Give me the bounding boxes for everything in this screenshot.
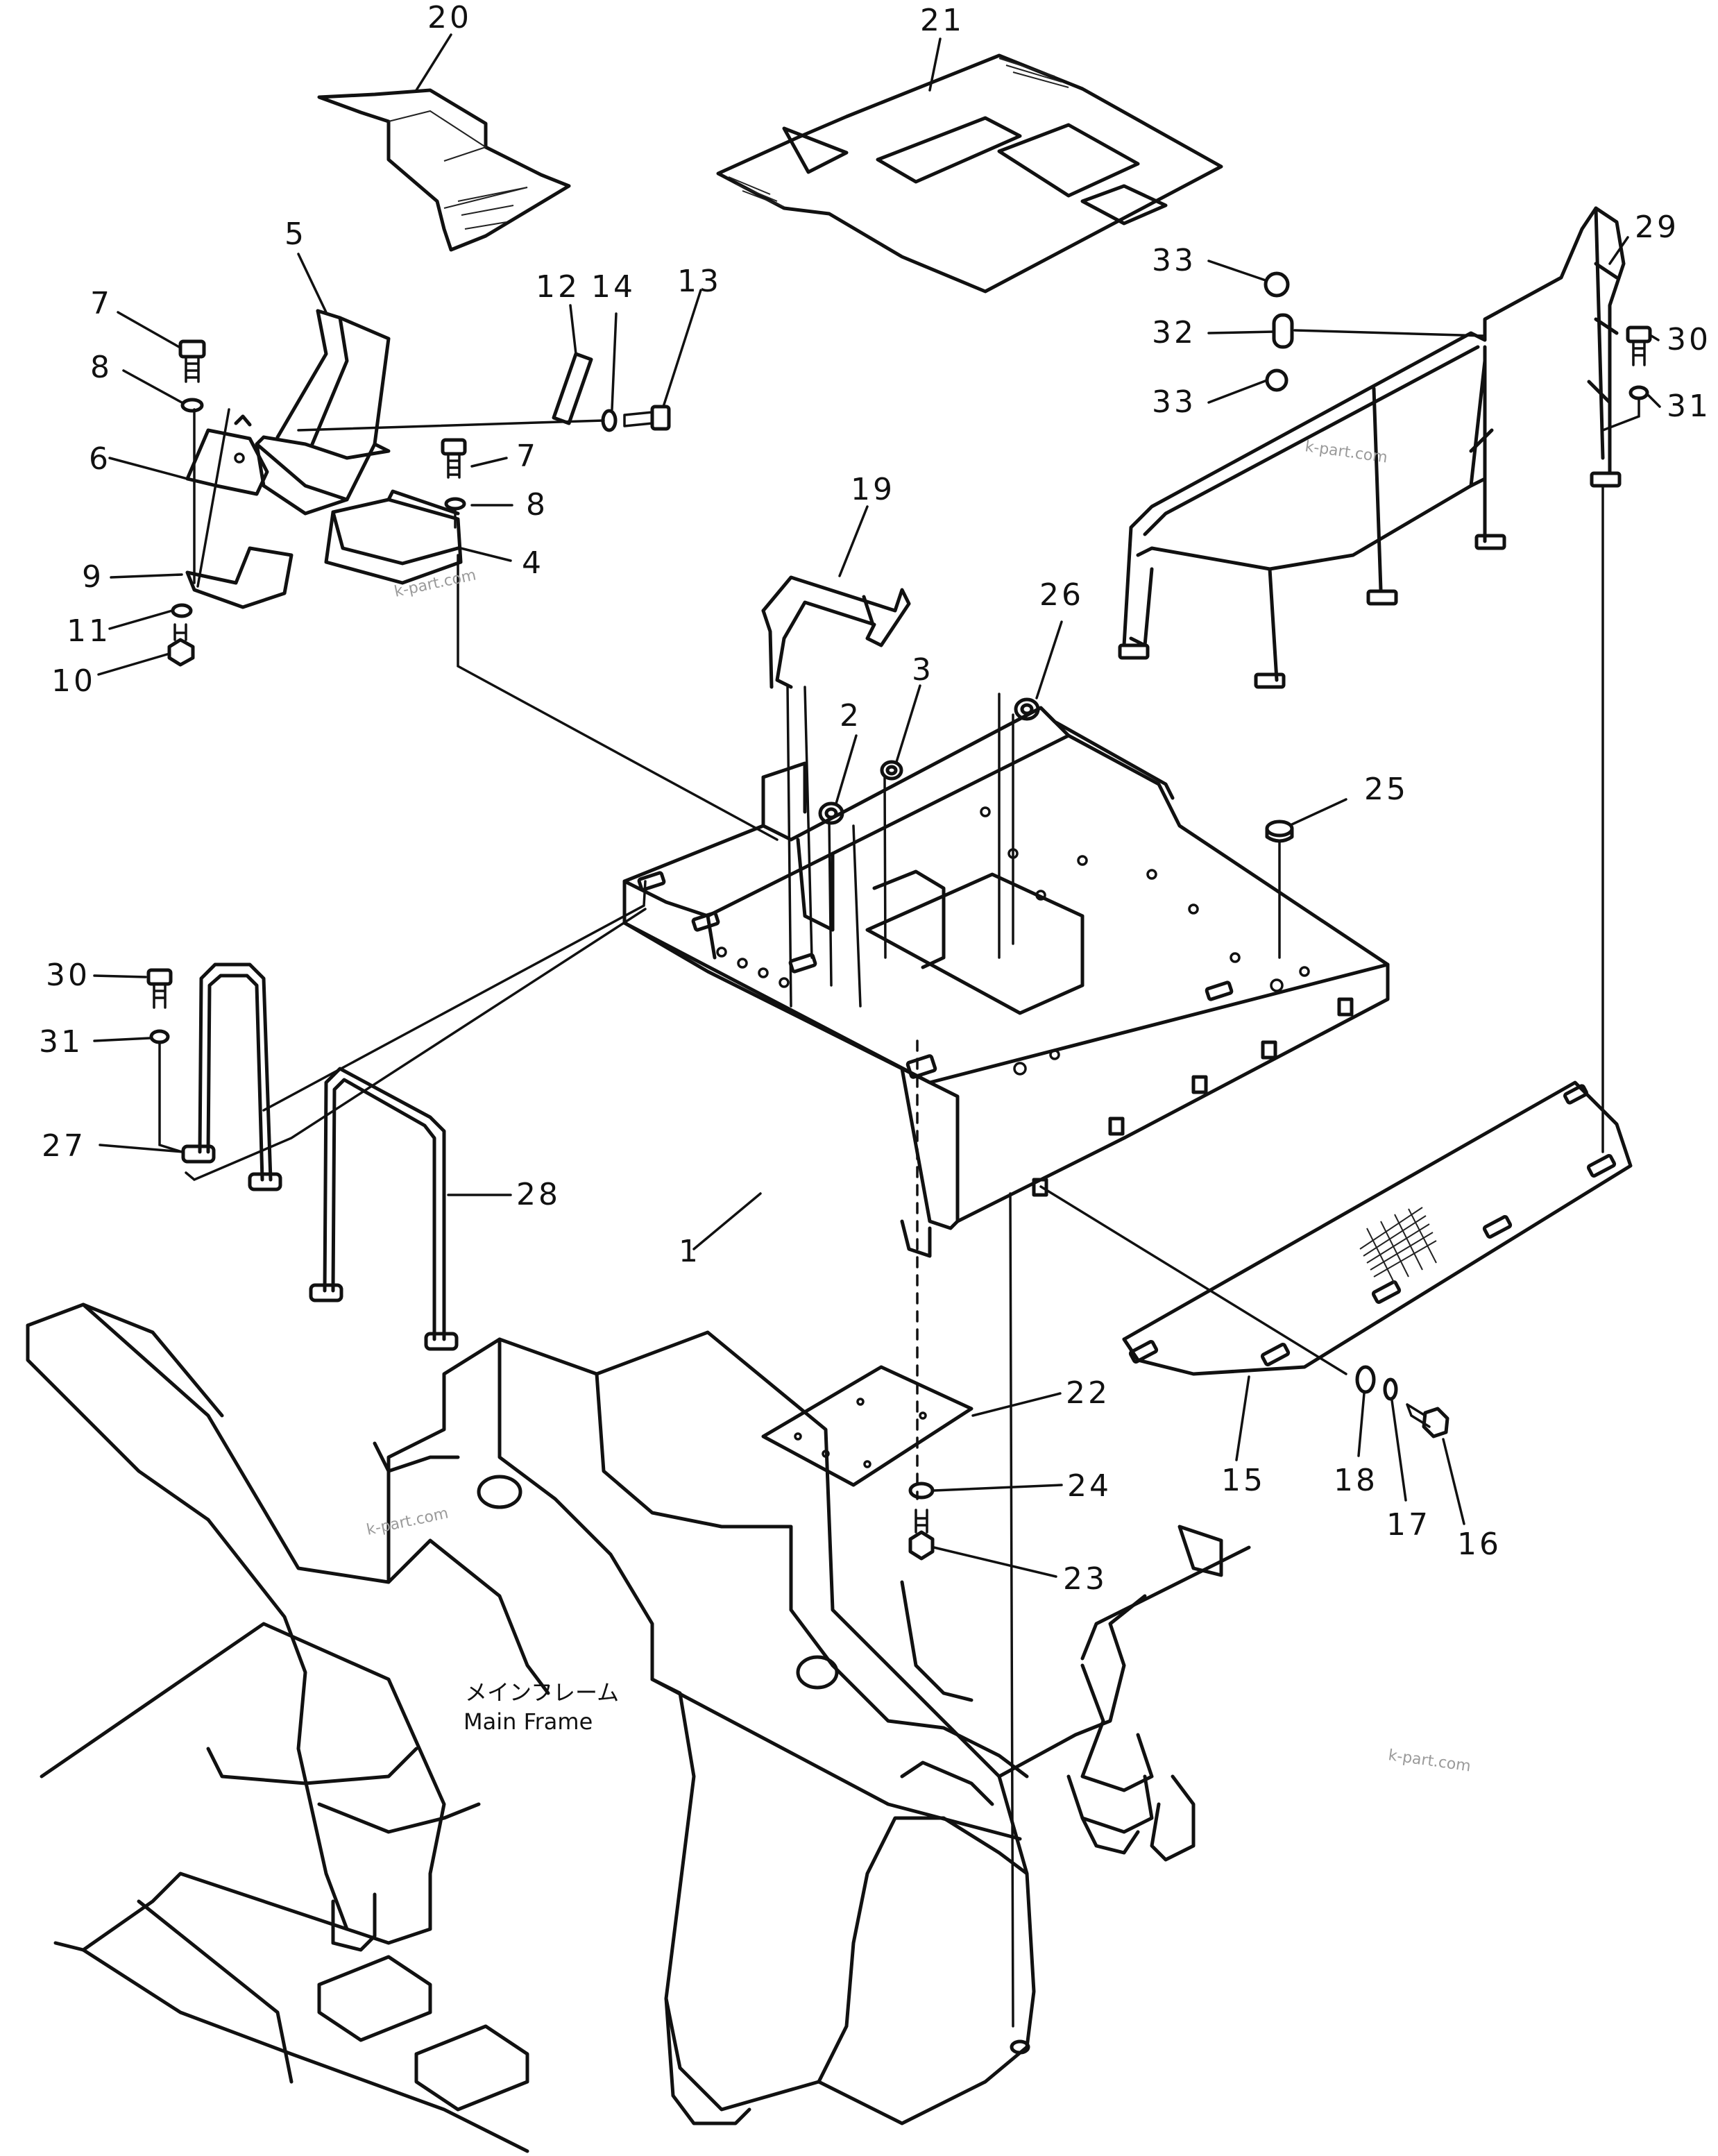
- part-4-box-cover: [324, 489, 463, 585]
- assembly-line-handle: [786, 686, 813, 1008]
- assembly-line-left-bolts: [193, 408, 230, 588]
- part-17-lock-washer: [1383, 1377, 1398, 1401]
- callout-4: 4: [522, 545, 544, 581]
- callout-18: 18: [1334, 1463, 1378, 1498]
- part-2-grommet: [818, 801, 844, 825]
- callout-5: 5: [284, 217, 307, 252]
- callout-30-left: 30: [46, 958, 90, 993]
- part-31-washer-right: [1628, 385, 1649, 400]
- callout-1: 1: [679, 1234, 701, 1269]
- assembly-line-grommet-2: [828, 821, 862, 1008]
- main-frame: [26, 1302, 1251, 2153]
- part-8-washer-lower: [444, 497, 466, 511]
- callout-33-upper: 33: [1152, 243, 1196, 278]
- part-28-step: [309, 1067, 459, 1351]
- callout-10: 10: [51, 663, 96, 699]
- part-24-washer: [908, 1482, 935, 1500]
- part-33-clamp-lower: [1265, 368, 1288, 392]
- assembly-line-frame: [1009, 1192, 1014, 2028]
- part-1-floor-frame: [622, 706, 1390, 1258]
- part-33-clamp-upper: [1264, 271, 1290, 298]
- callout-24: 24: [1067, 1468, 1112, 1504]
- callout-20: 20: [427, 0, 472, 35]
- part-9-bracket: [185, 546, 294, 609]
- assembly-line-box: [454, 509, 779, 841]
- callout-23: 23: [1063, 1561, 1107, 1597]
- part-6-bracket: [185, 414, 269, 496]
- callout-33-lower: 33: [1152, 384, 1196, 420]
- part-32-grip: [1272, 313, 1294, 349]
- part-30-bolt-left: [146, 968, 173, 1009]
- part-21-floor-mat: [716, 53, 1223, 294]
- part-3-grommet: [880, 760, 903, 781]
- callout-8-lower: 8: [526, 487, 548, 523]
- callout-12: 12: [536, 269, 580, 305]
- callout-2: 2: [840, 698, 862, 733]
- callout-17: 17: [1386, 1507, 1431, 1543]
- callout-26: 26: [1039, 577, 1084, 613]
- assembly-line-strap: [297, 419, 605, 432]
- callout-11: 11: [67, 613, 111, 649]
- callout-32: 32: [1152, 315, 1196, 350]
- part-25-plug: [1265, 820, 1294, 843]
- part-20-floor-mat: [317, 88, 571, 252]
- callout-14: 14: [591, 269, 636, 305]
- callout-6: 6: [89, 441, 111, 477]
- part-7-bolt-upper: [178, 339, 206, 383]
- callout-3: 3: [912, 652, 934, 688]
- part-7-bolt-lower: [441, 438, 467, 479]
- part-16-bolt: [1406, 1403, 1449, 1438]
- part-15-step-panel: [1122, 1080, 1633, 1376]
- callout-7-upper: 7: [90, 286, 112, 321]
- callout-31-right: 31: [1667, 389, 1711, 424]
- callout-21: 21: [920, 3, 964, 38]
- part-19-handle-bracket: [761, 575, 911, 689]
- callout-28: 28: [516, 1177, 561, 1212]
- callout-19: 19: [851, 472, 895, 507]
- callout-22: 22: [1066, 1375, 1110, 1411]
- callout-13: 13: [677, 264, 722, 299]
- part-27-step: [181, 962, 282, 1191]
- main-frame-label-en: Main Frame: [463, 1708, 593, 1735]
- assembly-line-grip: [1293, 329, 1486, 337]
- watermark-right-bottom: k-part.com: [1387, 1747, 1472, 1775]
- assembly-line-left-step-28: [262, 880, 647, 1112]
- part-26-grommet: [1014, 697, 1040, 721]
- part-29-handrail: [1118, 206, 1626, 689]
- callout-31-left: 31: [39, 1024, 83, 1060]
- part-8-washer-upper: [180, 398, 204, 413]
- callout-30-right: 30: [1667, 322, 1711, 357]
- part-13-bolt: [623, 405, 671, 431]
- callout-15: 15: [1221, 1463, 1266, 1498]
- part-18-washer: [1355, 1365, 1376, 1394]
- callout-29: 29: [1635, 210, 1679, 245]
- callout-27: 27: [42, 1128, 86, 1164]
- part-5-column-cover: [255, 309, 391, 516]
- watermark-left-bottom: k-part.com: [365, 1505, 450, 1539]
- assembly-line-right-bolt: [1601, 398, 1640, 432]
- assembly-line-left-step-27: [158, 908, 647, 1182]
- part-10-bolt: [167, 623, 195, 667]
- part-11-lock-washer: [171, 603, 193, 618]
- leader-lines: [93, 33, 1661, 1578]
- callout-7-lower: 7: [516, 439, 538, 474]
- main-frame-label-jp: メインフレーム: [465, 1679, 619, 1706]
- callout-25: 25: [1364, 772, 1409, 807]
- assembly-line-step-panel: [1039, 1185, 1347, 1375]
- part-12-strap: [552, 352, 593, 425]
- callout-9: 9: [82, 559, 104, 595]
- assembly-line-grommet-26: [998, 693, 1014, 959]
- part-22-cover-plate: [761, 1365, 973, 1487]
- callouts: 20 21 5 12 14 13 7 8 6 7 8 4 9 11 10 19 …: [39, 0, 1711, 1597]
- part-23-bolt: [908, 1509, 935, 1561]
- callout-8-upper: 8: [90, 350, 112, 385]
- callout-16: 16: [1457, 1527, 1502, 1562]
- part-31-washer-left: [149, 1029, 170, 1044]
- part-30-bolt-right: [1626, 325, 1652, 366]
